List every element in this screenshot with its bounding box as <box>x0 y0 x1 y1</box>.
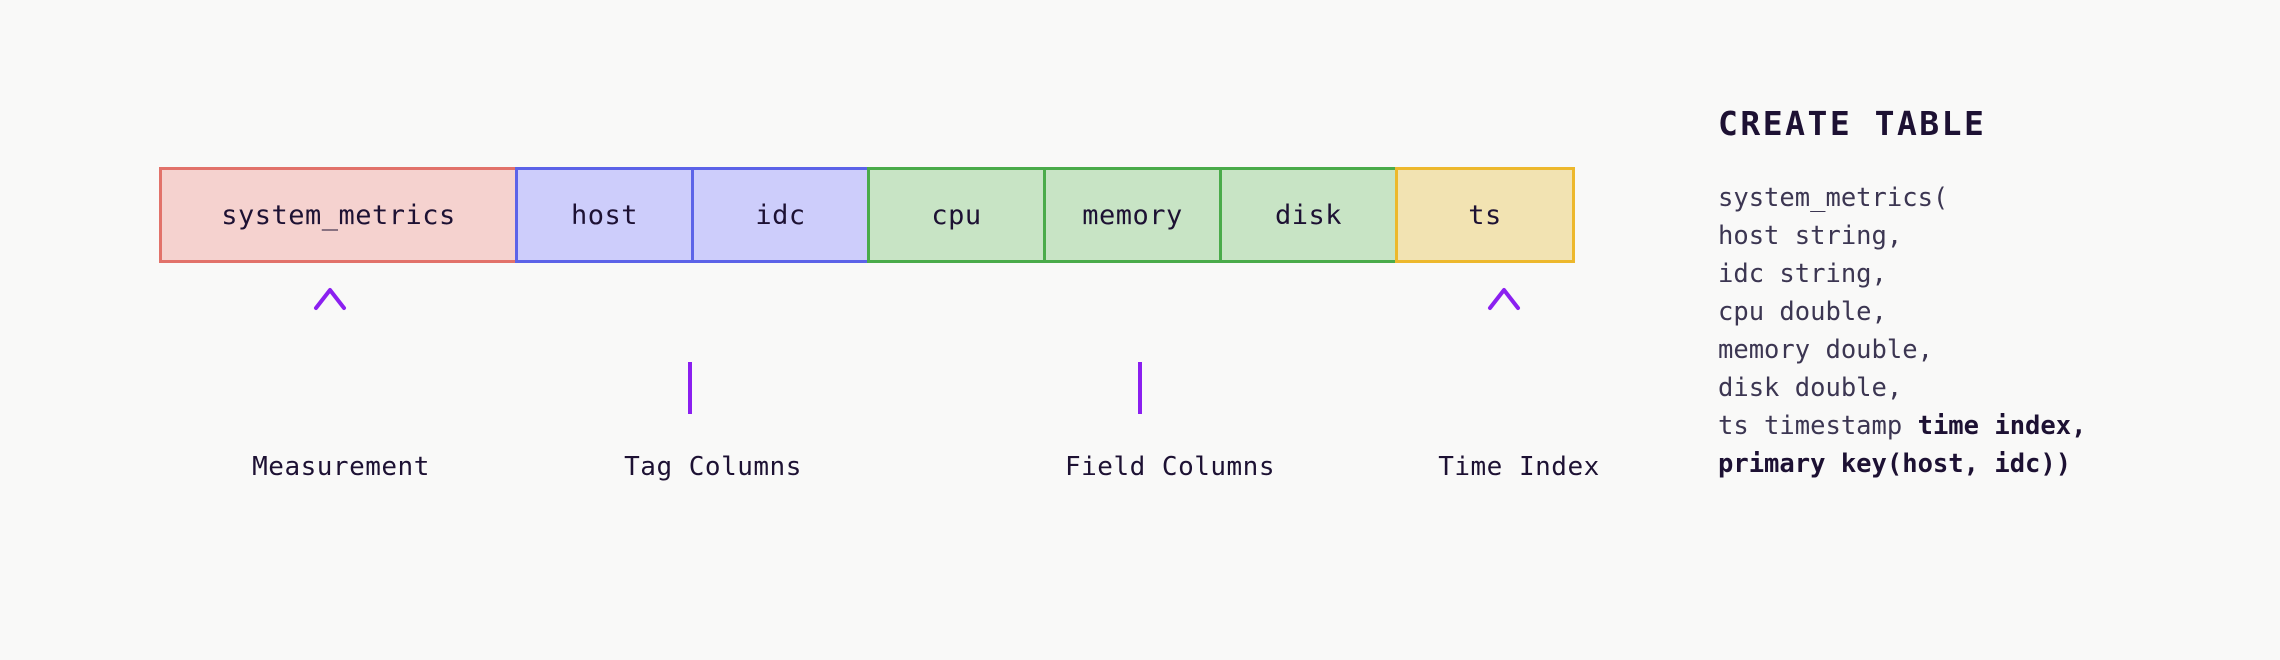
annotation-label-time: Time Index <box>1438 452 1600 482</box>
tag-cell-host-label: host <box>570 199 639 231</box>
annotation-label-field: Field Columns <box>1065 452 1275 482</box>
sql-line-ts: ts timestamp time index, <box>1718 407 2238 445</box>
sql-line-idc: idc string, <box>1718 259 1887 289</box>
sql-line-pk: primary key(host, idc)) <box>1718 449 2072 479</box>
time-index-arrow-icon <box>1488 288 1520 413</box>
measurement-arrow-icon <box>314 288 346 413</box>
sql-line-ts-bold: time index, <box>1917 411 2087 441</box>
tag-cell-host[interactable]: host <box>515 167 694 263</box>
sql-code-block: system_metrics( host string, idc string,… <box>1718 179 2238 483</box>
sql-line-table: system_metrics( <box>1718 183 1949 213</box>
time-cell-ts-label: ts <box>1468 199 1502 231</box>
field-cell-memory[interactable]: memory <box>1043 167 1222 263</box>
field-cell-disk-label: disk <box>1274 199 1343 231</box>
time-cell-ts[interactable]: ts <box>1395 167 1575 263</box>
sql-title: CREATE TABLE <box>1718 104 1987 143</box>
field-cell-cpu[interactable]: cpu <box>867 167 1046 263</box>
sql-line-disk: disk double, <box>1718 373 1903 403</box>
annotation-label-measurement: Measurement <box>252 452 430 482</box>
field-cell-disk[interactable]: disk <box>1219 167 1398 263</box>
sql-line-ts-plain: ts timestamp <box>1718 411 1918 441</box>
sql-line-host: host string, <box>1718 221 1903 251</box>
measurement-cell-label: system_metrics <box>221 199 456 231</box>
schema-diagram: system_metrics host idc cpu memory disk … <box>159 167 1600 482</box>
measurement-cell[interactable]: system_metrics <box>159 167 518 263</box>
tag-bracket-icon <box>587 298 794 414</box>
tag-cell-idc-label: idc <box>755 199 806 231</box>
field-bracket-icon <box>950 298 1330 414</box>
annotation-label-tag: Tag Columns <box>624 452 802 482</box>
sql-line-cpu: cpu double, <box>1718 297 1887 327</box>
field-cell-memory-label: memory <box>1082 199 1183 231</box>
tag-cell-idc[interactable]: idc <box>691 167 870 263</box>
connector-lines <box>314 288 1520 414</box>
schema-column-row: system_metrics host idc cpu memory disk … <box>159 167 1575 263</box>
field-cell-cpu-label: cpu <box>931 199 982 231</box>
sql-panel: CREATE TABLE system_metrics( host string… <box>1718 104 2238 483</box>
sql-line-memory: memory double, <box>1718 335 1933 365</box>
